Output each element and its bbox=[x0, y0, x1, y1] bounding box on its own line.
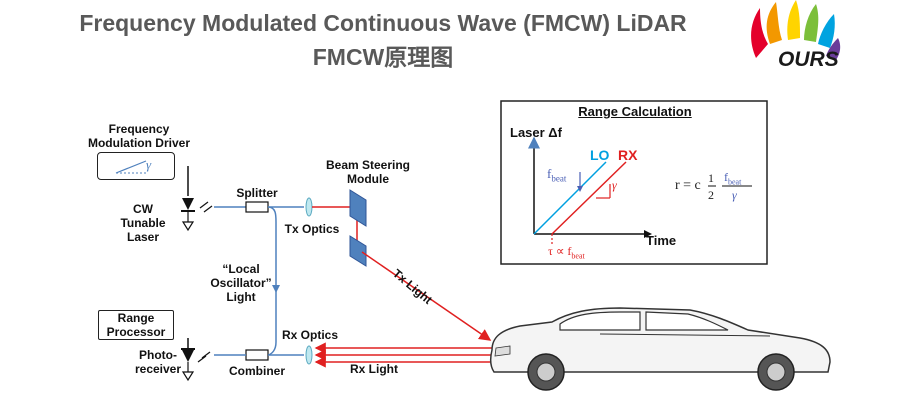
page-subtitle: FMCW原理图 bbox=[312, 44, 454, 70]
formula-frac-num: fbeat bbox=[724, 170, 742, 187]
rx-legend: RX bbox=[618, 147, 638, 163]
slope-gamma-label: γ bbox=[612, 178, 617, 192]
range-processor-label: Range Processor bbox=[106, 311, 166, 339]
tau-label: τ ∝ fbeat bbox=[548, 244, 585, 261]
lo-light-label: “Local Oscillator” Light bbox=[210, 262, 272, 304]
photoreceiver-icon bbox=[181, 348, 211, 382]
tx-optics-label: Tx Optics bbox=[284, 222, 340, 236]
car-icon bbox=[489, 307, 831, 391]
lo-legend: LO bbox=[590, 147, 610, 163]
fbeat-label: fbeat bbox=[547, 166, 567, 184]
range-calc-box bbox=[500, 100, 768, 265]
range-calc-y-label: Laser Δf bbox=[510, 125, 562, 140]
fm-driver-box: γ bbox=[97, 152, 175, 180]
tx-optics-lens-icon bbox=[305, 197, 313, 217]
combiner-label: Combiner bbox=[228, 364, 285, 378]
formula-r: r = c bbox=[675, 178, 701, 193]
formula-half-num: 1 bbox=[708, 171, 714, 185]
page-title: Frequency Modulated Continuous Wave (FMC… bbox=[79, 10, 687, 36]
laser-diode-icon bbox=[181, 198, 213, 232]
lo-arrow-icon bbox=[272, 285, 280, 293]
rx-line bbox=[551, 161, 627, 235]
formula-half-den: 2 bbox=[708, 188, 714, 202]
ours-logo: OURS bbox=[751, 0, 841, 71]
gamma-label: γ bbox=[146, 157, 152, 172]
rx-optics-lens-icon bbox=[305, 345, 313, 365]
ramp-icon bbox=[115, 160, 147, 174]
splitter-icon bbox=[245, 201, 269, 213]
rx-light-label: Rx Light bbox=[350, 362, 398, 376]
range-calc-x-label: Time bbox=[646, 233, 677, 248]
steering-mirror-lower bbox=[349, 235, 367, 267]
photoreceiver-label: Photo- receiver bbox=[134, 348, 182, 376]
splitter-label: Splitter bbox=[236, 186, 278, 200]
formula-frac-den: γ bbox=[732, 188, 737, 202]
range-calc-title: Range Calculation bbox=[578, 104, 692, 119]
fm-driver-label: Frequency Modulation Driver bbox=[87, 122, 190, 150]
logo-text: OURS bbox=[778, 48, 839, 71]
combiner-icon bbox=[245, 349, 269, 361]
cw-laser-label: CW Tunable Laser bbox=[120, 202, 166, 244]
rx-optics-label: Rx Optics bbox=[281, 328, 338, 342]
range-processor-box: Range Processor bbox=[98, 310, 174, 340]
tx-light-beam bbox=[361, 251, 492, 341]
lo-line bbox=[533, 161, 607, 235]
steering-mirror-upper bbox=[349, 189, 367, 227]
lo-fiber bbox=[267, 206, 277, 356]
beam-steering-label: Beam Steering Module bbox=[325, 158, 411, 186]
